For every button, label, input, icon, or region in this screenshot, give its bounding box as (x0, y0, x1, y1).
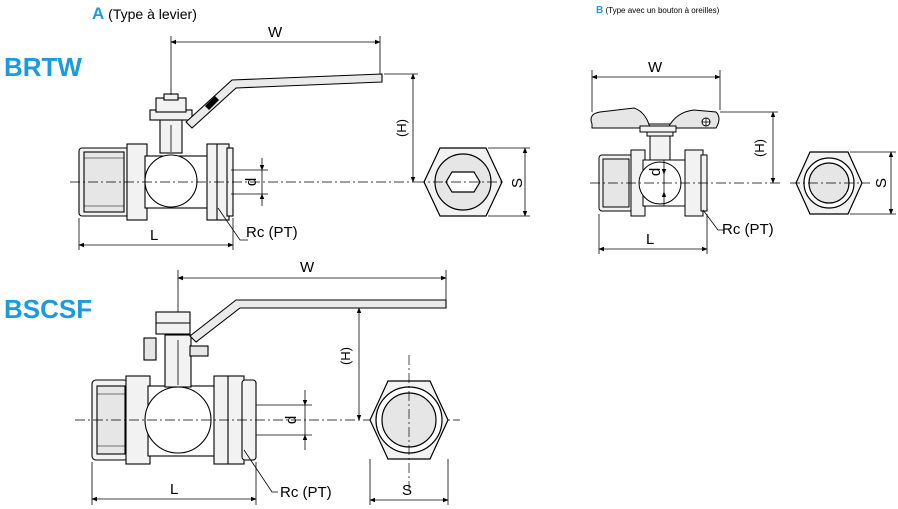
dim-a-h: (H) (394, 119, 409, 137)
dim-b-w: W (648, 59, 663, 76)
type-b-text: (Type avec un bouton à oreilles) (605, 6, 720, 15)
valve-b-front-view (590, 107, 720, 217)
dim-bscsf-rc: Rc (PT) (280, 484, 332, 501)
series-title-brtw: BRTW (4, 52, 82, 82)
dim-b-l: L (646, 231, 654, 248)
dim-b-s: S (873, 178, 890, 188)
dim-bscsf-h: (H) (338, 347, 353, 365)
series-title-bscsf: BSCSF (4, 294, 93, 324)
dim-a-w: W (268, 24, 283, 41)
dim-b-h: (H) (752, 139, 767, 157)
dim-a-s: S (509, 178, 526, 188)
valve-a-dimensions (78, 36, 530, 250)
dim-a-l: L (150, 227, 158, 244)
valve-bscsf-side-view (369, 355, 449, 490)
valve-b-dimensions (591, 70, 896, 254)
type-b-letter: B (596, 5, 604, 16)
dim-b-rc: Rc (PT) (722, 221, 774, 238)
dim-bscsf-d: d (283, 416, 300, 424)
type-a-letter: A (92, 4, 105, 23)
dim-a-d: d (243, 178, 260, 186)
valve-bscsf-dimensions (91, 270, 449, 505)
dim-a-rc: Rc (PT) (246, 224, 298, 241)
valve-b-side-view (790, 151, 870, 215)
dimension-labels: W (H) L d S Rc (PT) W (H) L d S Rc (PT) … (150, 24, 890, 501)
valve-a-front-view (78, 73, 383, 221)
dim-b-d: d (647, 168, 664, 176)
dim-bscsf-s: S (402, 482, 412, 499)
type-a-heading: A (Type à levier) (92, 4, 197, 24)
type-a-text: (Type à levier) (108, 6, 197, 22)
type-b-heading: B (Type avec un bouton à oreilles) (596, 5, 719, 16)
dim-bscsf-l: L (170, 481, 178, 498)
dim-bscsf-w: W (300, 259, 315, 276)
valve-a-side-view (415, 147, 505, 217)
